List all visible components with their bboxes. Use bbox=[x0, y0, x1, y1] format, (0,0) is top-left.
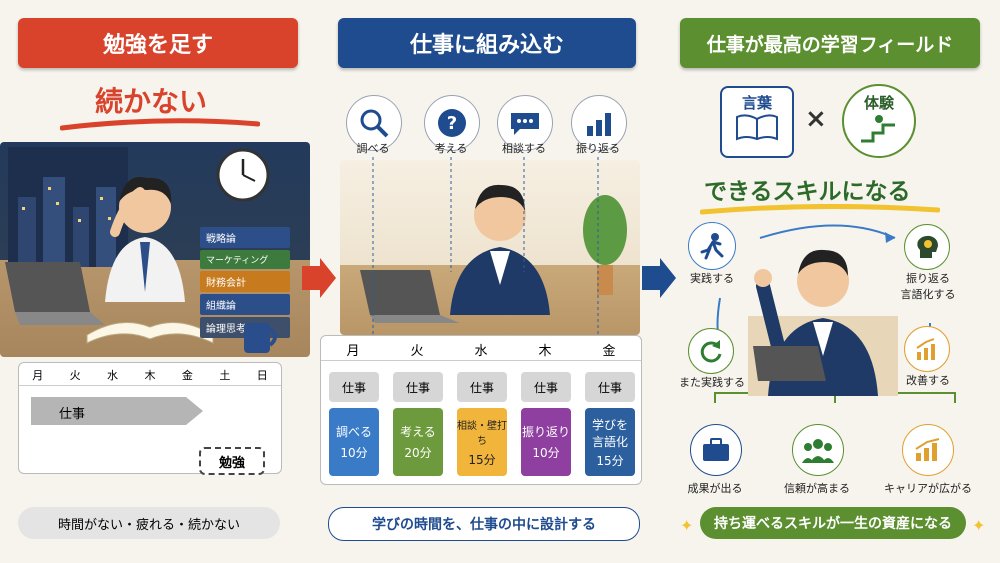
chat-icon bbox=[497, 95, 553, 151]
book-4: 組織論 bbox=[200, 294, 290, 315]
cycle-repeat: また実践する bbox=[679, 376, 745, 389]
work-block-tue: 仕事 bbox=[393, 372, 443, 402]
work-block-mon: 仕事 bbox=[329, 372, 379, 402]
wall-clock-icon bbox=[216, 148, 270, 202]
work-block-thu: 仕事 bbox=[521, 372, 571, 402]
confident-worker bbox=[748, 249, 898, 396]
day-header-fri: 金 bbox=[602, 344, 616, 359]
plant-icon bbox=[583, 195, 627, 295]
work-bar-label: 仕事 bbox=[59, 407, 86, 422]
task-thu: 振り返り 10分 bbox=[521, 408, 571, 476]
panel1-banner: 勉強を足す bbox=[18, 18, 298, 68]
book-2: マーケティング bbox=[200, 250, 290, 269]
panel3-caption: 持ち運べるスキルが一生の資産になる bbox=[700, 507, 966, 539]
book-3: 財務会計 bbox=[200, 271, 290, 292]
day-fri: 金 bbox=[181, 369, 193, 382]
briefcase-icon bbox=[690, 424, 742, 476]
task-tue: 考える 20分 bbox=[393, 408, 443, 476]
mug-icon bbox=[244, 323, 277, 353]
task-mon: 調べる 10分 bbox=[329, 408, 379, 476]
word-box: 言葉 bbox=[720, 86, 794, 158]
work-arrow-bar bbox=[31, 397, 203, 425]
task-wed: 相談・壁打ち 15分 bbox=[457, 408, 507, 476]
focused-worker-scene bbox=[340, 160, 640, 335]
outcome-results: 成果が出る bbox=[687, 482, 743, 495]
panel2-caption: 学びの時間を、仕事の中に設計する bbox=[328, 507, 640, 541]
laptop-icon bbox=[5, 262, 105, 325]
task-thu-time: 10分 bbox=[532, 446, 560, 460]
task-thu-title: 振り返り bbox=[521, 425, 570, 439]
weekly-calendar-overloaded: 月 火 水 木 金 土 日 仕事 勉強 bbox=[18, 362, 282, 475]
refresh-cycle-icon bbox=[688, 328, 734, 374]
panel2-banner: 仕事に組み込む bbox=[338, 18, 636, 68]
weekly-calendar-integrated: 月 火 水 木 金 仕事 仕事 仕事 仕事 仕事 調べる 10分 考える 20分 相… bbox=[320, 335, 642, 485]
day-header-wed: 水 bbox=[474, 344, 488, 359]
cycle-improve: 改善する bbox=[906, 374, 950, 387]
team-icon bbox=[792, 424, 844, 476]
task-wed-title: 相談・壁打ち bbox=[457, 420, 507, 447]
task-fri-time: 15分 bbox=[596, 453, 624, 468]
night-city-window bbox=[8, 147, 128, 267]
yellow-underline bbox=[700, 204, 940, 215]
day-header-mon: 月 bbox=[346, 344, 360, 359]
search-icon bbox=[346, 95, 402, 151]
stressed-worker-scene: 戦略論 マーケティング 財務会計 組織論 論理思考 bbox=[0, 142, 310, 357]
task-fri: 学びを 言語化 15分 bbox=[585, 408, 635, 476]
task-fri-title: 学びを 言語化 bbox=[591, 417, 628, 449]
laptop-icon bbox=[360, 270, 460, 323]
svg-text:?: ? bbox=[447, 113, 457, 134]
stressed-person bbox=[105, 177, 185, 302]
bar-chart-icon bbox=[571, 95, 627, 151]
book-icon bbox=[736, 114, 778, 141]
sparkle-right: ✦ bbox=[972, 516, 986, 535]
task-wed-time: 15分 bbox=[468, 452, 496, 467]
day-wed: 水 bbox=[107, 369, 119, 382]
panel1-headline: 続かない bbox=[95, 85, 208, 118]
task-mon-time: 10分 bbox=[340, 446, 368, 460]
day-header-tue: 火 bbox=[410, 344, 424, 359]
book-stack: 戦略論 マーケティング 財務会計 組織論 論理思考 bbox=[200, 227, 290, 338]
day-mon: 月 bbox=[32, 369, 44, 382]
icon-label-search: 調べる bbox=[356, 142, 390, 155]
arrow-right-red bbox=[302, 258, 336, 298]
icon-label-reflect: 振り返る bbox=[576, 142, 620, 155]
work-block-fri: 仕事 bbox=[585, 372, 635, 402]
arrow-right-navy bbox=[642, 258, 676, 298]
icon-label-think: 考える bbox=[434, 142, 468, 155]
day-thu: 木 bbox=[144, 369, 156, 382]
panel3-banner: 仕事が最高の学習フィールド bbox=[680, 18, 980, 68]
outcome-trust: 信頼が高まる bbox=[784, 482, 850, 495]
day-sat: 土 bbox=[219, 369, 231, 382]
open-book-icon bbox=[86, 322, 214, 344]
smiling-worker bbox=[450, 184, 550, 315]
task-mon-title: 調べる bbox=[335, 425, 372, 439]
task-tue-title: 考える bbox=[400, 425, 436, 439]
day-tue: 火 bbox=[69, 369, 81, 382]
outcome-career: キャリアが広がる bbox=[884, 482, 972, 495]
growth-chart-icon bbox=[904, 326, 950, 372]
career-growth-icon bbox=[902, 424, 954, 476]
sparkle-left: ✦ bbox=[680, 516, 694, 535]
cycle-reflect: 振り返る 言語化する bbox=[900, 272, 956, 301]
experience-label: 体験 bbox=[863, 94, 894, 112]
day-header-thu: 木 bbox=[538, 344, 552, 359]
word-box-label: 言葉 bbox=[741, 94, 772, 112]
question-icon: ? bbox=[424, 95, 480, 151]
climbing-stairs-icon bbox=[861, 115, 895, 143]
study-box: 勉強 bbox=[199, 447, 265, 475]
book-1: 戦略論 bbox=[200, 227, 290, 248]
head-lightbulb-icon bbox=[904, 224, 950, 270]
day-sun: 日 bbox=[256, 369, 268, 382]
task-tue-time: 20分 bbox=[404, 446, 432, 460]
times-symbol: × bbox=[805, 104, 827, 134]
panel1-caption: 時間がない・疲れる・続かない bbox=[18, 507, 280, 539]
work-block-wed: 仕事 bbox=[457, 372, 507, 402]
icon-label-consult: 相談する bbox=[502, 142, 546, 155]
cycle-practice: 実践する bbox=[690, 272, 734, 285]
panel3-headline: できるスキルになる bbox=[704, 179, 911, 205]
running-person-icon bbox=[688, 222, 736, 270]
red-underline bbox=[60, 118, 260, 131]
experience-circle: 体験 bbox=[842, 84, 916, 158]
